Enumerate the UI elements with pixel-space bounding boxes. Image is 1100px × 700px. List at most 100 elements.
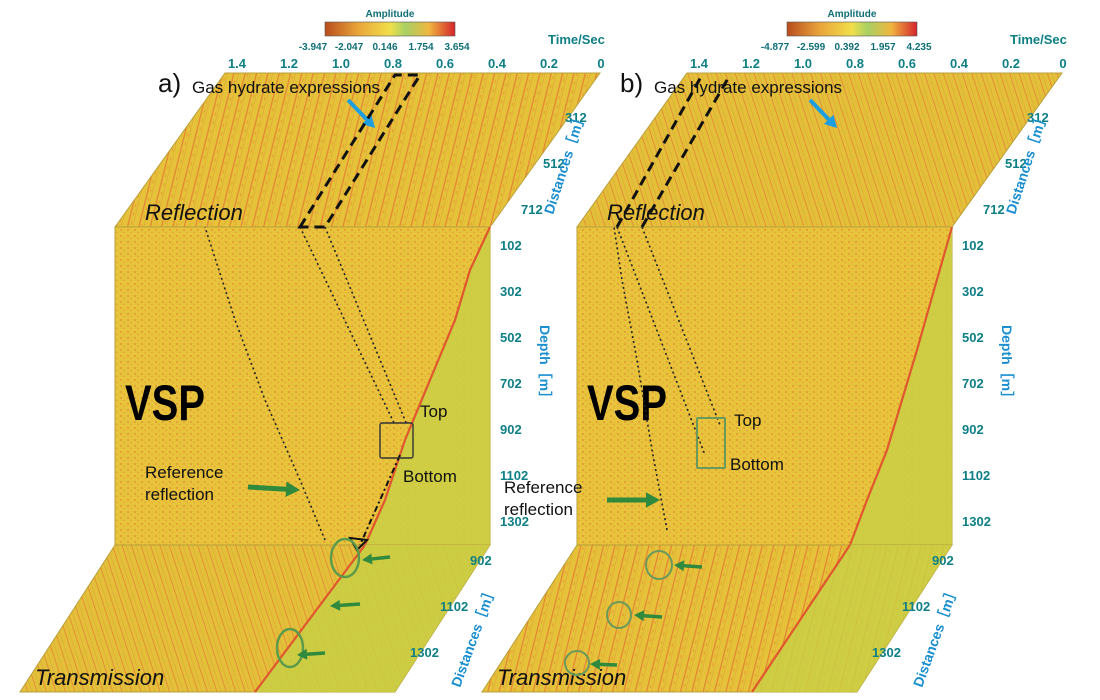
transmission-arrow-1-shaft [371,555,391,561]
time-tick-label: 0 [1059,56,1066,71]
transmission-arrow-2 [634,610,663,622]
colorbar-title: Amplitude [828,9,877,20]
time-tick-label: 1.2 [280,56,298,71]
gas-hydrate-arrow-shaft [808,98,831,121]
depth-tick-label: 102 [500,238,522,253]
colorbar-tick-label: 4.235 [906,42,931,53]
reference-arrow [247,481,300,497]
time-tick-label: 0.2 [540,56,558,71]
reference-arrow-shaft [247,484,287,492]
depth-tick-label: 102 [962,238,984,253]
transmission-arrow-3-head [297,648,308,660]
transmission-lower-zone [752,545,952,692]
gas-hydrate-arrow [808,98,837,128]
time-tick-label: 0.8 [846,56,864,71]
transmission-arrow-2-head [634,610,645,622]
time-tick-label: 1.0 [794,56,812,71]
amplitude-colorbar [324,21,456,37]
time-tick-label: 0 [597,56,604,71]
panel-label: a) [158,68,181,98]
depth-tick-label: 1102 [962,468,990,483]
gas-hydrate-arrow-shaft [346,98,369,121]
depth-tick-label: 1302 [962,514,991,529]
colorbar-tick-label: -3.947 [299,42,328,53]
time-tick-label: 0.8 [384,56,402,71]
transmission-distance-tick: 902 [932,553,954,568]
transmission-arrow-1 [362,553,391,565]
vsp-label: VSP [587,375,667,431]
lower-zone [850,227,952,545]
transmission-arrow-2 [330,599,361,611]
transmission-arrow-1 [674,560,703,572]
depth-tick-label: 902 [500,422,522,437]
depth-axis-label: Depth［m］ [999,325,1015,405]
gas-hydrate-arrow-head [823,114,837,128]
reflection-distance-tick: 312 [1027,110,1049,125]
top-label: Top [734,411,761,430]
reflection-distance-tick: 512 [543,156,565,171]
reference-label-line2: reflection [504,500,573,519]
depth-tick-label: 1302 [500,514,529,529]
gas-hydrate-label: Gas hydrate expressions [192,78,380,97]
transmission-arrow-3 [297,648,326,660]
bottom-label: Bottom [403,467,457,486]
depth-tick-label: 302 [962,284,984,299]
panel-label: b) [620,68,643,98]
colorbar-tick-label: -2.047 [335,42,364,53]
reference-arrow [607,492,660,508]
vsp-label: VSP [125,375,205,431]
transmission-arrival-line [254,544,366,693]
time-axis-title: Time/Sec [1010,32,1067,47]
transmission-ring-1 [645,550,673,580]
depth-tick-label: 502 [500,330,522,345]
time-tick-label: 1.2 [742,56,760,71]
transmission-arrow-2-head [330,599,341,611]
top-bottom-box [696,417,726,469]
colorbar-tick-label: -2.599 [797,42,826,53]
reference-label-line1: Reference [145,463,223,482]
time-axis-title: Time/Sec [548,32,605,47]
transmission-arrow-2-shaft [643,613,663,619]
transmission-distance-tick: 1102 [440,599,468,614]
transmission-label: Transmission [35,665,164,690]
time-tick-label: 0.6 [898,56,916,71]
time-tick-label: 0.4 [950,56,969,71]
colorbar-tick-label: 0.146 [372,42,397,53]
transmission-distance-tick: 902 [470,553,492,568]
gas-hydrate-outline-right [640,74,732,228]
reflection-distance-tick: 312 [565,110,587,125]
transmission-ring-2 [275,627,305,669]
depth-tick-label: 702 [962,376,984,391]
depth-tick-label: 1102 [500,468,528,483]
time-tick-label: 1.4 [228,56,247,71]
depth-axis-label: Depth［m］ [537,325,553,405]
time-tick-label: 0.2 [1002,56,1020,71]
transmission-distance-tick: 1302 [872,645,901,660]
transmission-ring-2 [606,601,632,629]
depth-tick-label: 702 [500,376,522,391]
transmission-arrow-3-shaft [306,651,326,657]
depth-tick-label: 302 [500,284,522,299]
time-tick-label: 0.6 [436,56,454,71]
reflection-distance-tick: 712 [983,202,1005,217]
hydrate-dotted-line-2 [641,226,721,426]
transmission-arrow-3 [590,658,618,670]
transmission-arrow-2-shaft [339,602,361,608]
transmission-label: Transmission [497,665,626,690]
direct-arrival-line [848,226,954,546]
colorbar-tick-label: 1.754 [408,42,433,53]
time-tick-label: 0.4 [488,56,507,71]
transmission-arrow-3-shaft [599,662,618,667]
reflection-label: Reflection [607,200,705,225]
depth-tick-label: 502 [962,330,984,345]
colorbar-title: Amplitude [366,9,415,20]
transmission-arrow-1-shaft [683,563,703,569]
reference-arrow-head [646,492,660,508]
reference-dotted-line [613,226,668,531]
bottom-label: Bottom [730,455,784,474]
top-bottom-box [379,422,414,459]
gas-hydrate-outline-left [615,74,704,228]
colorbar-tick-label: -4.877 [761,42,790,53]
